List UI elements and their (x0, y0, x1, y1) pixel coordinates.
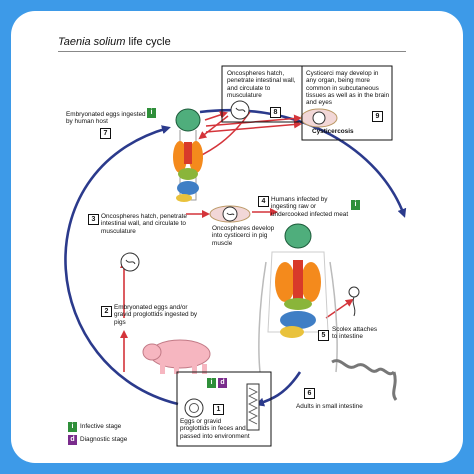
step6-label: Adults in small intestine (296, 403, 363, 410)
legend-diagnostic-label: Diagnostic stage (80, 436, 128, 443)
cysticercus-pig-muscle (209, 205, 251, 223)
step8-label: Oncospheres hatch, penetrate intestinal … (227, 70, 296, 99)
step4-label: Humans infected by ingesting raw or unde… (271, 196, 349, 218)
arrow-oncosphere-to-body-a (198, 115, 229, 140)
gravid-proglottid-image (246, 383, 260, 431)
pig-illustration (142, 339, 211, 374)
diagram-title: Taenia solium life cycle (58, 36, 171, 48)
legend-infective-label: Infective stage (80, 423, 122, 430)
cysticerci-tissue-image (300, 108, 338, 128)
arrow-to-scolex (325, 298, 354, 319)
diagram-card (11, 11, 463, 463)
arrow-brain-to-cyst-b (205, 120, 302, 133)
title-species: Taenia solium (58, 36, 126, 48)
egg-image (184, 398, 204, 418)
oncosphere-cyst-3 (120, 252, 140, 272)
arrow-human-to-oncosphere-8 (204, 111, 228, 121)
step7-label: Embryonated eggs ingested by human host (66, 111, 146, 126)
cycle-arrow-left (64, 125, 179, 406)
step1-infective-badge: i (207, 378, 216, 388)
step7-number: 7 (100, 128, 111, 139)
oncosphere-8-image (230, 100, 250, 120)
title-suffix: life cycle (125, 36, 171, 48)
step1-box (176, 371, 272, 447)
step7-infective-badge: i (147, 108, 156, 118)
step5-label: Scolex attaches to intestine (332, 326, 378, 341)
legend-infective-badge: i (68, 422, 77, 432)
step1-label: Eggs or gravid proglottids in feces and … (180, 418, 250, 440)
adult-worm-image (331, 359, 398, 401)
scolex-image (348, 286, 360, 317)
cycle-arrow-bottom (255, 371, 302, 407)
step9-label: Cysticerci may develop in any organ, bei… (306, 70, 390, 107)
step6-number: 6 (304, 388, 315, 399)
step2-label: Embryonated eggs and/or gravid proglotti… (114, 304, 198, 326)
legend-diagnostic-badge: d (68, 435, 77, 445)
human-host-top (173, 108, 203, 202)
cysticercosis-label: Cysticercosis (312, 128, 354, 135)
step8-number: 8 (270, 107, 281, 118)
step1-diagnostic-badge: d (218, 378, 227, 388)
step2-number: 2 (101, 306, 112, 317)
step3-label: Oncospheres hatch, penetrate intestinal … (101, 213, 187, 235)
step4-infective-badge: i (351, 200, 360, 210)
oncosphere-box (221, 65, 303, 123)
step9-number: 9 (372, 111, 383, 122)
step1-number: 1 (213, 404, 224, 415)
step3b-label: Oncospheres develop into cysticerci in p… (212, 225, 275, 247)
title-divider (58, 51, 406, 52)
step4-number: 4 (258, 196, 269, 207)
step5-number: 5 (318, 330, 329, 341)
step3-number: 3 (88, 214, 99, 225)
